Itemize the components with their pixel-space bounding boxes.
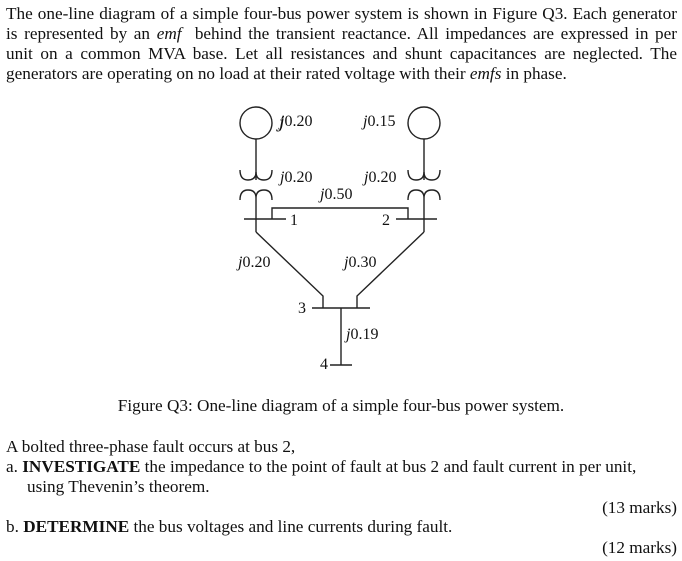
- bus-4-label: 4: [320, 356, 328, 373]
- t2-reactance-label: j0.20: [364, 169, 397, 186]
- intro-text: is represented by an: [6, 24, 151, 43]
- part-b-keyword: DETERMINE: [23, 517, 130, 536]
- part-b: b. DETERMINE the bus voltages and line c…: [6, 517, 452, 537]
- intro-text: behind the transient reactance. All impe…: [194, 24, 678, 43]
- part-a: a. INVESTIGATE the impedance to the poin…: [6, 457, 677, 477]
- figure-caption: Figure Q3: One-line diagram of a simple …: [117, 396, 565, 415]
- bus-2-label: 2: [382, 212, 390, 229]
- line-2-3: [356, 231, 425, 308]
- intro-line-3: unit on a common MVA base. Let all resis…: [6, 44, 677, 63]
- t1-reactance-label: j0.20: [280, 169, 313, 186]
- g2-reactance-label: j0.15: [363, 113, 396, 130]
- intro-line-4: generators are operating on no load at t…: [6, 64, 567, 84]
- intro-text: generators are operating on no load at t…: [6, 64, 466, 83]
- line-2-3-impedance-label: j0.30: [344, 254, 377, 271]
- transformer-1-icon: [239, 169, 273, 201]
- part-b-letter: b.: [6, 517, 19, 536]
- generator-1-icon: [239, 106, 273, 140]
- part-a-text: the impedance to the point of fault at b…: [144, 457, 637, 476]
- intro-text: in phase.: [505, 64, 567, 83]
- part-b-marks: (12 marks): [602, 538, 677, 557]
- line-1-3: [255, 231, 324, 308]
- line-3-4-impedance-label: j0.19: [346, 326, 379, 343]
- intro-line-2: is represented by an emf behind the tran…: [6, 24, 677, 44]
- part-a-continuation: using Thevenin’s theorem.: [27, 477, 210, 496]
- one-line-diagram: j: [239, 106, 441, 366]
- bus-1-label: 1: [290, 212, 298, 229]
- part-a-keyword: INVESTIGATE: [22, 457, 141, 476]
- line-1-2-impedance-label: j0.50: [320, 186, 353, 203]
- part-a-letter: a.: [6, 457, 18, 476]
- generator-2-icon: [407, 106, 441, 140]
- part-a-marks: (13 marks): [602, 498, 677, 517]
- line-1-3-impedance-label: j0.20: [238, 254, 271, 271]
- bus-3-label: 3: [298, 300, 306, 317]
- intro-line-1: The one-line diagram of a simple four-bu…: [6, 4, 677, 23]
- transformer-2-icon: [407, 169, 441, 201]
- g1-reactance-label: j: [276, 114, 284, 132]
- question-stem: A bolted three-phase fault occurs at bus…: [6, 437, 296, 456]
- emf-term: emf: [156, 24, 182, 43]
- g1-reactance-label: j0.20: [280, 113, 313, 130]
- part-b-text: the bus voltages and line currents durin…: [133, 517, 453, 536]
- line-1-2: [271, 207, 409, 219]
- emfs-term: emfs: [469, 64, 502, 83]
